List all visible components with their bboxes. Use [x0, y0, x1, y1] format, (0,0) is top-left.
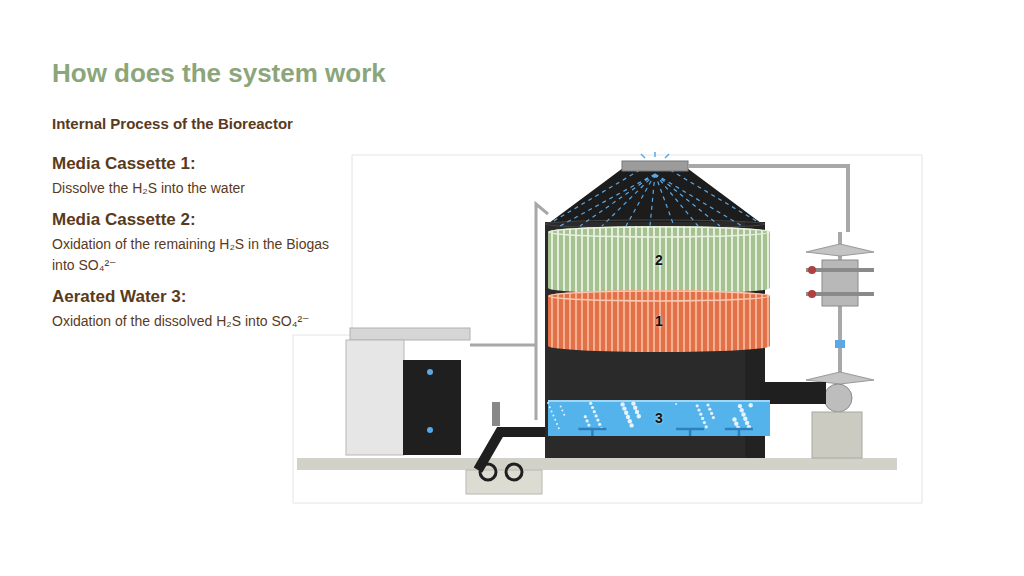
air-bubble [708, 408, 711, 411]
air-bubble [635, 410, 639, 414]
cassette-rim [549, 291, 769, 301]
cassette-body [548, 290, 770, 352]
pump-pit [466, 470, 542, 494]
air-bubble [697, 408, 700, 411]
air-bubble [584, 415, 587, 418]
water-surface [548, 400, 770, 402]
air-bubble [749, 403, 753, 407]
spray-lines [552, 170, 758, 226]
air-bubble [554, 419, 556, 421]
overflow-pipe [536, 204, 548, 420]
ground-slab [297, 458, 897, 470]
pump-riser [492, 402, 500, 426]
air-bubble [551, 410, 553, 412]
air-bubble [629, 423, 633, 427]
air-bubble [596, 419, 599, 422]
subheading: Internal Process of the Bioreactor [52, 114, 293, 134]
pump [480, 464, 496, 480]
air-bubble [703, 421, 706, 424]
section-heading: Aerated Water 3: [52, 286, 186, 308]
callout-number: 1 [548, 290, 770, 352]
section-heading: Media Cassette 1: [52, 153, 196, 175]
air-bubble [589, 402, 592, 405]
callout-number: 2 [548, 226, 770, 294]
cabinet-roof [350, 328, 470, 340]
valve-handle [808, 266, 816, 274]
sensor [835, 340, 845, 348]
air-bubble [631, 401, 635, 405]
media-cassette: 2 [548, 226, 770, 294]
air-bubble [732, 417, 736, 421]
air-bubble [620, 402, 624, 406]
air-bubble [701, 417, 704, 420]
air-bubble [622, 406, 626, 410]
illustration-frame [293, 155, 922, 503]
air-bubble [561, 410, 563, 412]
tank-indicator [427, 369, 433, 375]
air-bubble [558, 427, 560, 429]
air-bubble [591, 406, 594, 409]
media-cassette: 1 [548, 290, 770, 352]
valve-handle [808, 290, 816, 298]
section-heading: Media Cassette 2: [52, 209, 196, 231]
air-bubble [637, 414, 641, 418]
air-bubble [696, 404, 699, 407]
air-bubble [549, 406, 551, 408]
section-body: Oxidation of the dissolved H₂S into SO₄²… [52, 311, 309, 331]
air-bubble [624, 411, 628, 415]
air-bubble [740, 408, 744, 412]
water-body [548, 400, 770, 436]
air-bubble [675, 403, 677, 405]
control-cabinet [346, 340, 404, 455]
section-body: Oxidation of the remaining H₂S in the Bi… [52, 234, 330, 276]
air-bubble [705, 425, 708, 428]
page-title: How does the system work [52, 56, 386, 90]
nutrient-tank [403, 360, 461, 455]
air-bubble [563, 414, 565, 416]
dosing-pipe [470, 344, 536, 347]
blower [824, 384, 852, 412]
air-bubble [626, 415, 630, 419]
air-bubble [706, 403, 709, 406]
aeration-diffuser [725, 429, 753, 436]
air-bubble [743, 417, 747, 421]
blower-base [812, 412, 862, 458]
air-bubble [595, 414, 598, 417]
spray-nozzle [622, 161, 688, 171]
section-body: Dissolve the H₂S into the water [52, 178, 245, 198]
pump [506, 464, 522, 480]
aeration-diffuser [578, 429, 606, 436]
return-pipe [688, 166, 848, 232]
air-bubble [598, 423, 601, 426]
air-bubble [547, 402, 549, 404]
spray-drops [641, 152, 669, 158]
air-bubble [734, 422, 738, 426]
air-bubble [587, 424, 590, 427]
air-bubble [552, 415, 554, 417]
air-bubble [628, 419, 632, 423]
air-bubble [745, 421, 749, 425]
tank-roof [545, 168, 765, 226]
valve-body [822, 260, 858, 306]
valve-bars [806, 270, 874, 294]
air-bubble [710, 412, 713, 415]
air-bubble [633, 406, 637, 410]
aerated-water: 3 [548, 400, 770, 436]
air-bubble [586, 419, 589, 422]
tank-indicator [427, 427, 433, 433]
air-bubble [712, 416, 715, 419]
air-bubble [556, 423, 558, 425]
cassette-body [548, 226, 770, 294]
air-bubble [738, 404, 742, 408]
air-bubble [593, 410, 596, 413]
air-bubble [741, 412, 745, 416]
pipe-hood [806, 244, 874, 256]
air-bubble [560, 405, 562, 407]
aeration-diffuser [676, 429, 704, 436]
cassette-rim [549, 227, 769, 237]
callout-number: 3 [548, 400, 770, 436]
air-bubble [699, 413, 702, 416]
